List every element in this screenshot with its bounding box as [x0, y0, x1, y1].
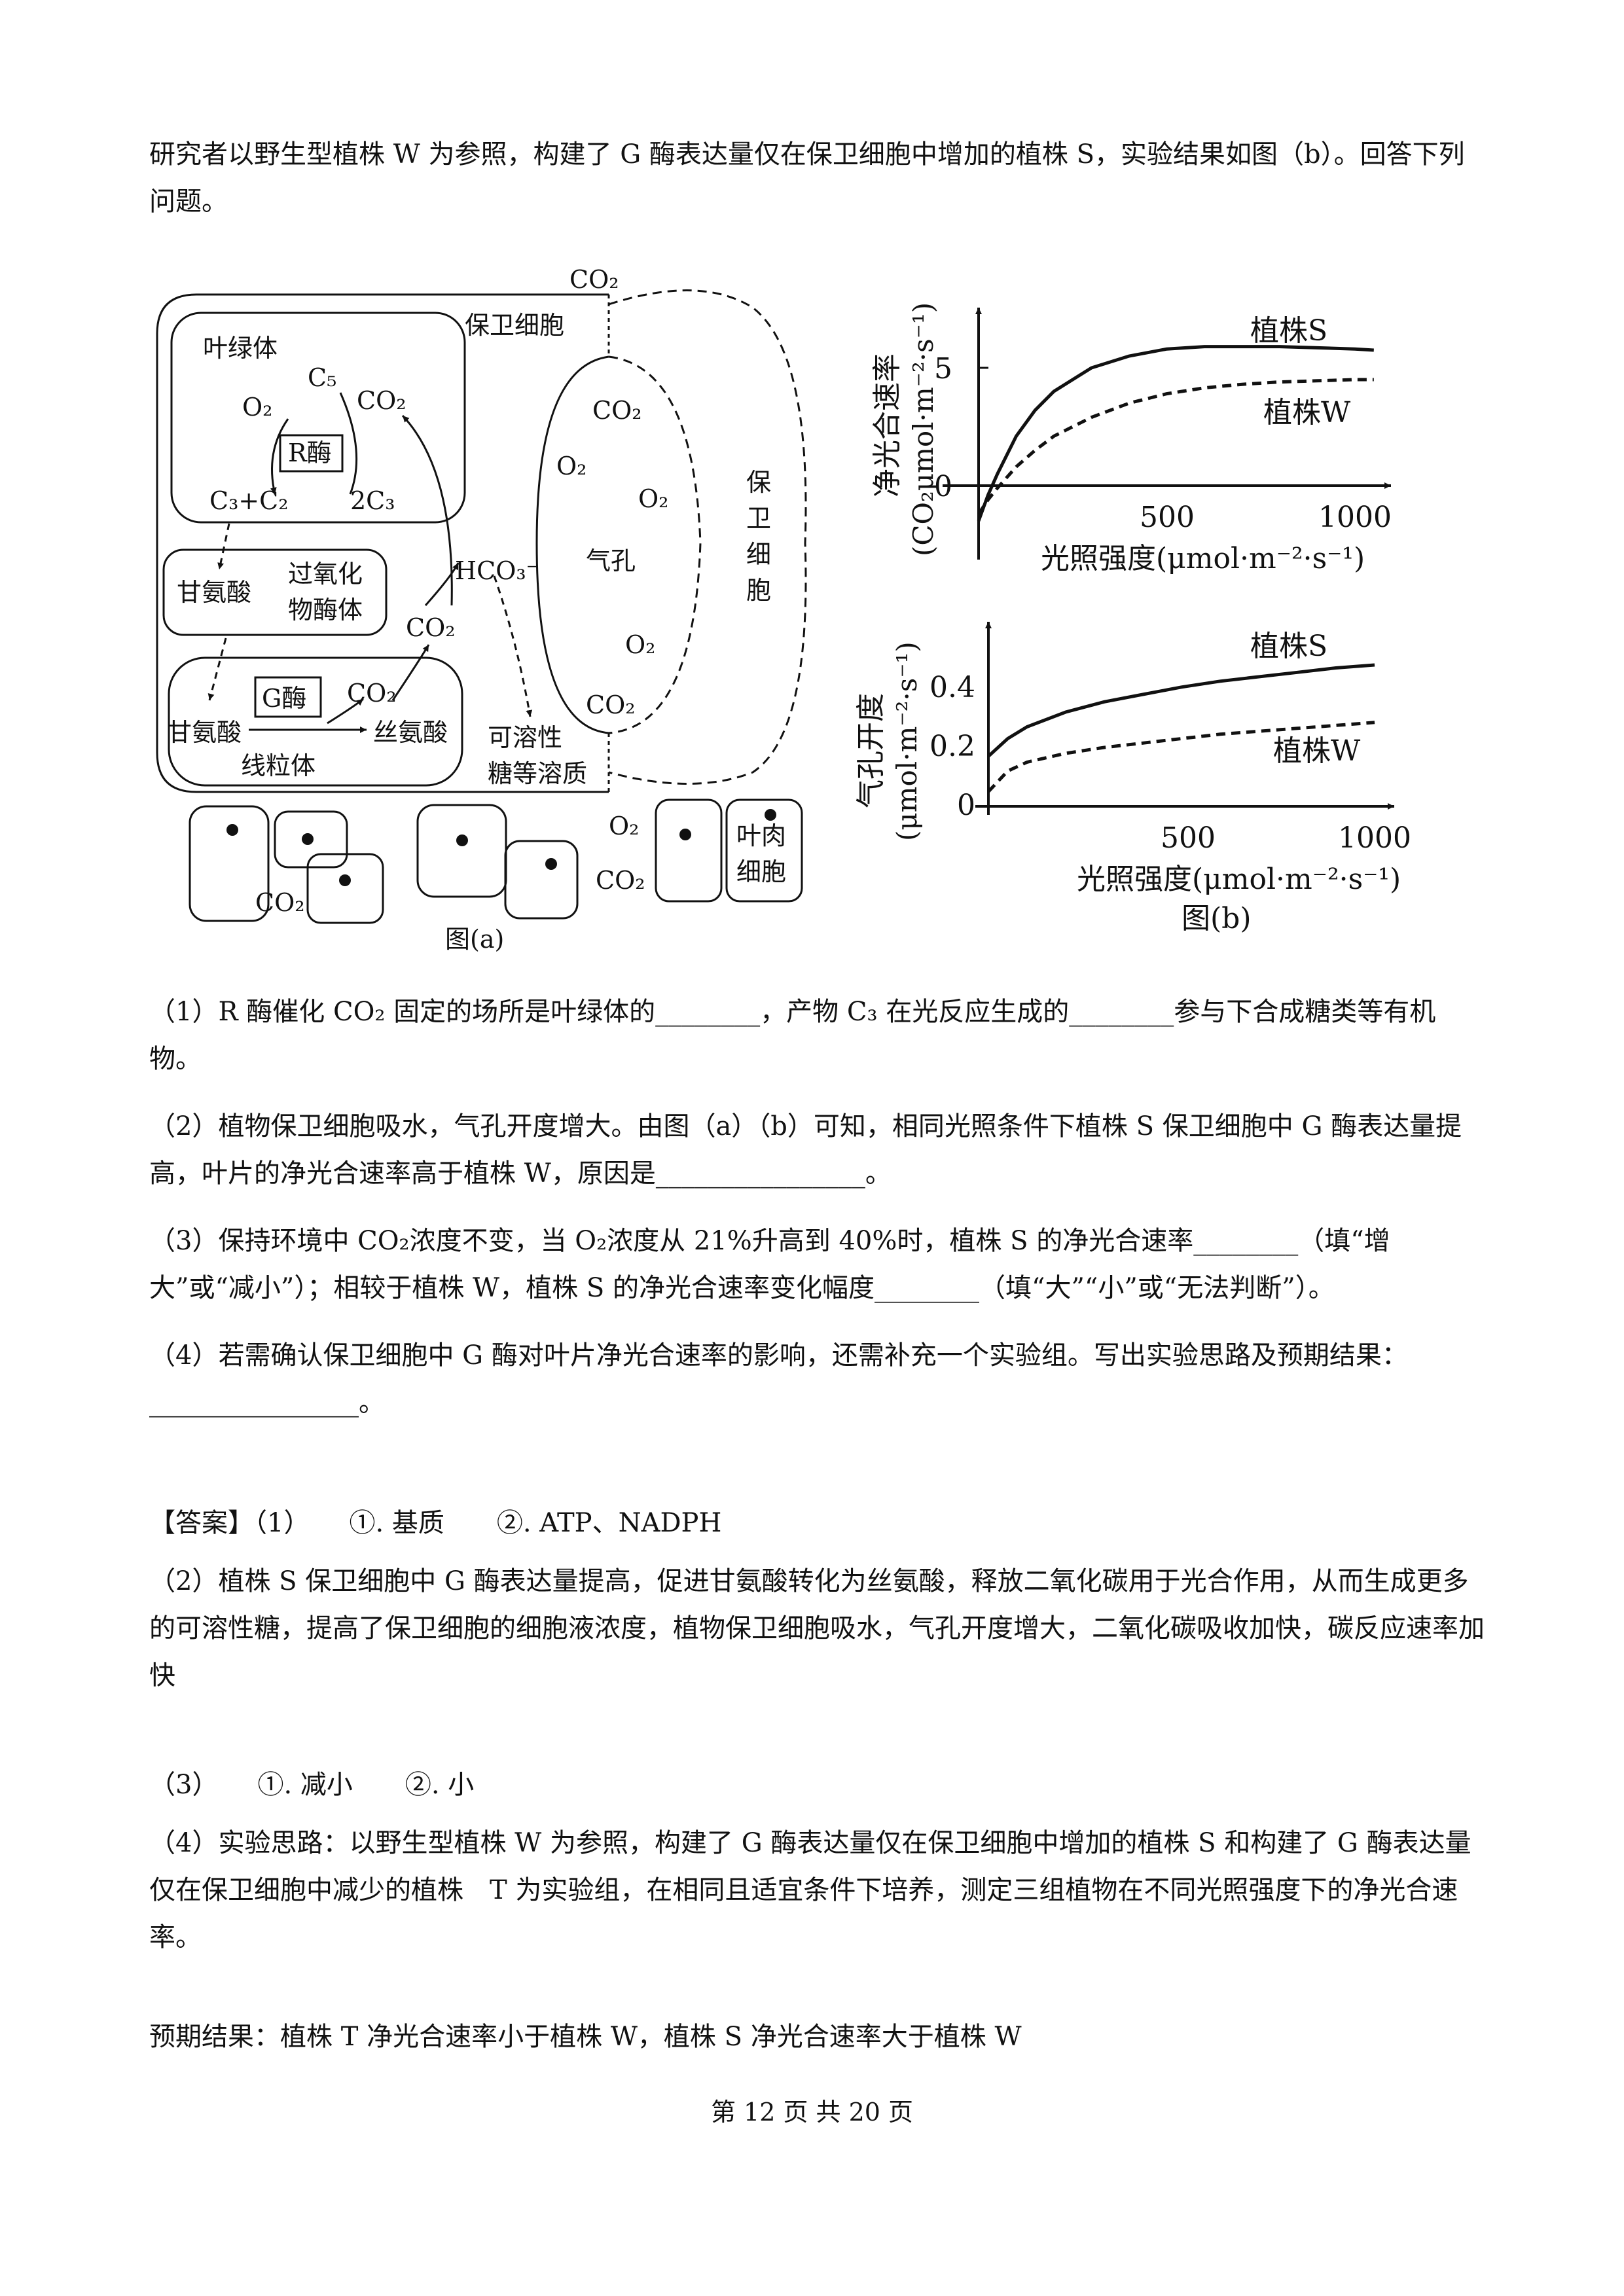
top-ylabel-1: 净光合速率 [871, 353, 904, 497]
label-co2-bottom-left: CO₂ [255, 888, 304, 917]
label-mitochondrion: 线粒体 [241, 751, 316, 780]
bot-ytick-0: 0 [957, 789, 975, 822]
intro-text: 研究者以野生型植株 W 为参照，构建了 G 酶表达量仅在保卫细胞中增加的植株 S… [149, 139, 1465, 217]
top-xlabel: 光照强度(μmol·m⁻²·s⁻¹) [1041, 542, 1365, 575]
label-o2-stoma-2: O₂ [638, 484, 668, 513]
label-guard-side-3: 细 [746, 540, 771, 569]
g-enzyme-box [254, 676, 322, 718]
answer-5: 预期结果：植株 T 净光合速率小于植株 W，植株 S 净光合速率大于植株 W [149, 2022, 1022, 2052]
label-co2-mito: CO₂ [347, 679, 396, 708]
label-hco3: HCO₃⁻ [455, 556, 539, 585]
bot-ytick-04: 0.4 [929, 671, 975, 704]
answer-4: （4）实验思路：以野生型植株 W 为参照，构建了 G 酶表达量仅在保卫细胞中增加… [149, 1828, 1471, 1952]
stoma-outline-dashed [608, 355, 702, 734]
answer-2: （2）植株 S 保卫细胞中 G 酶表达量提高，促进甘氨酸转化为丝氨酸，释放二氧化… [149, 1566, 1485, 1691]
right-guard-cell [608, 289, 807, 785]
label-chloroplast: 叶绿体 [203, 334, 278, 363]
question-2: （2）植物保卫细胞吸水，气孔开度增大。由图（a）（b）可知，相同光照条件下植株 … [149, 1111, 1462, 1189]
series-line-w-top [977, 378, 1374, 515]
bot-ytick-02: 0.2 [929, 730, 975, 763]
figure-a [156, 289, 807, 793]
question-4: （4）若需确认保卫细胞中 G 酶对叶片净光合速率的影响，还需补充一个实验组。写出… [149, 1340, 1408, 1418]
label-soluble-2: 糖等溶质 [488, 759, 587, 788]
mesophyll-cells [189, 798, 803, 924]
chart-stomatal-opening: 0.4 0.2 0 500 1000 植株S 植株W 光照强度(μmol·m⁻²… [854, 622, 1411, 935]
answer-3: （3） ①. 减小 ②. 小 [149, 1770, 475, 1800]
label-o2-stoma-1: O₂ [556, 452, 586, 480]
label-o2-bottom: O₂ [609, 812, 639, 840]
bot-ylabel-2: (μmol·m⁻²·s⁻¹) [891, 641, 923, 841]
label-co2-mito-up: CO₂ [406, 613, 455, 642]
label-guard-side-1: 保 [746, 468, 771, 497]
stoma-outline [535, 355, 609, 734]
label-c5: C₅ [308, 363, 336, 392]
top-ytick-5: 5 [934, 352, 952, 386]
answer-1: 【答案】（1） ①. 基质 ②. ATP、NADPH [149, 1508, 722, 1538]
top-label-w: 植株W [1263, 396, 1351, 429]
label-peroxisome-2: 物酶体 [288, 596, 363, 624]
figure-b-caption: 图(b) [1182, 902, 1252, 935]
bot-xtick-1000: 1000 [1338, 821, 1411, 855]
page-footer: 第 12 页 共 20 页 [710, 2098, 914, 2126]
label-o2-stoma-3: O₂ [625, 630, 655, 659]
label-co2-stoma-1: CO₂ [592, 396, 641, 425]
label-co2-bottom-right: CO₂ [596, 866, 645, 895]
label-soluble-1: 可溶性 [488, 723, 562, 752]
chloroplast-box [170, 312, 466, 524]
label-serine: 丝氨酸 [373, 718, 448, 747]
bot-ylabel-1: 气孔开度 [854, 693, 888, 808]
peroxisome-box [162, 548, 388, 636]
figure-a-caption: 图(a) [445, 925, 504, 954]
bot-label-w: 植株W [1273, 734, 1361, 768]
label-mesophyll-1: 叶肉 [736, 821, 786, 850]
question-1: （1）R 酶催化 CO₂ 固定的场所是叶绿体的________，产物 C₃ 在光… [149, 997, 1436, 1074]
label-g-enzyme: G酶 [262, 684, 306, 713]
label-r-enzyme: R酶 [288, 439, 332, 467]
outer-cell [156, 293, 609, 793]
series-line-s-top [977, 345, 1374, 522]
label-co2-top: CO₂ [569, 265, 619, 294]
top-ylabel-2: (CO₂μmol·m⁻²·s⁻¹) [907, 302, 939, 556]
label-guard-side-2: 卫 [746, 504, 771, 533]
label-guard-side-4: 胞 [746, 576, 771, 605]
label-mesophyll-2: 细胞 [736, 857, 786, 886]
label-o2-chloro: O₂ [242, 393, 272, 422]
label-glycine-mito: 甘氨酸 [167, 718, 242, 747]
top-label-s: 植株S [1250, 314, 1327, 348]
top-ytick-0: 0 [934, 470, 952, 503]
series-line-s-bottom [987, 663, 1375, 758]
bot-label-s: 植株S [1250, 630, 1327, 663]
r-enzyme-box [279, 434, 344, 473]
label-co2-chloro: CO₂ [357, 386, 406, 415]
top-xtick-500: 500 [1140, 501, 1195, 534]
label-stoma: 气孔 [586, 547, 636, 575]
label-peroxisome-1: 过氧化 [288, 560, 363, 588]
label-c3c2: C₃+C₂ [209, 486, 288, 515]
question-3: （3）保持环境中 CO₂浓度不变，当 O₂浓度从 21%升高到 40%时，植株 … [149, 1226, 1390, 1303]
figure-area: CO₂ 保卫细胞 叶绿体 C₅ O₂ CO₂ R酶 C₃+C₂ 2C₃ 过氧化 … [156, 265, 1411, 954]
label-guard-cell-top: 保卫细胞 [465, 311, 564, 340]
label-glycine-perox: 甘氨酸 [177, 578, 251, 607]
series-line-w-bottom [987, 721, 1375, 793]
bot-xtick-500: 500 [1161, 821, 1216, 855]
chart-net-photosynthesis: 5 0 500 1000 植株S 植株W 光照强度(μmol·m⁻²·s⁻¹) … [871, 302, 1392, 575]
top-xtick-1000: 1000 [1318, 501, 1392, 534]
label-2c3: 2C₃ [350, 486, 395, 515]
bot-xlabel: 光照强度(μmol·m⁻²·s⁻¹) [1077, 863, 1401, 896]
mitochondrion-box [168, 656, 463, 787]
label-co2-stoma-2: CO₂ [586, 691, 635, 719]
